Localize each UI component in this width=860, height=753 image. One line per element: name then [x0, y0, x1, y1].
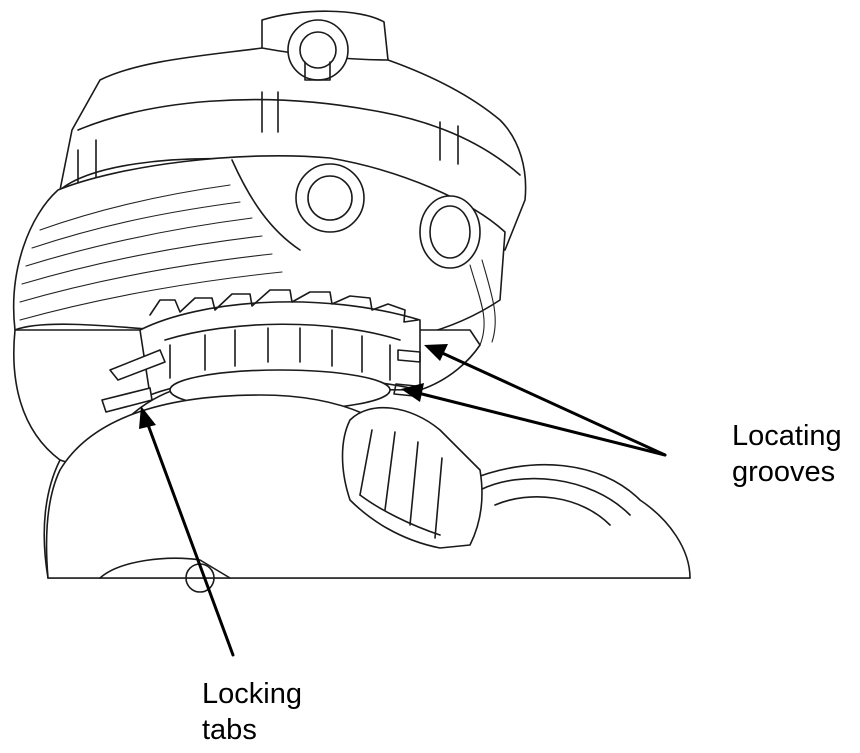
locking-tabs-label-line2: tabs [202, 714, 257, 746]
grip-clip [341, 406, 483, 549]
toothed-ring [139, 289, 421, 411]
locating-grooves-label: Locating grooves [732, 418, 842, 490]
locating-grooves-arrow-lower [401, 383, 667, 457]
locking-tab-upper [109, 349, 166, 381]
locking-tab-lower [101, 387, 153, 413]
middle-body [12, 155, 506, 346]
locating-grooves-label-line1: Locating [732, 420, 842, 452]
locating-grooves-label-line2: grooves [732, 456, 836, 488]
cooling-fins [19, 184, 496, 346]
locking-tabs-label: Locking tabs [202, 676, 302, 748]
locating-grooves-arrow-upper [424, 344, 667, 457]
locking-tabs-label-line1: Locking [202, 678, 302, 710]
locking-tabs-arrow [139, 406, 235, 657]
